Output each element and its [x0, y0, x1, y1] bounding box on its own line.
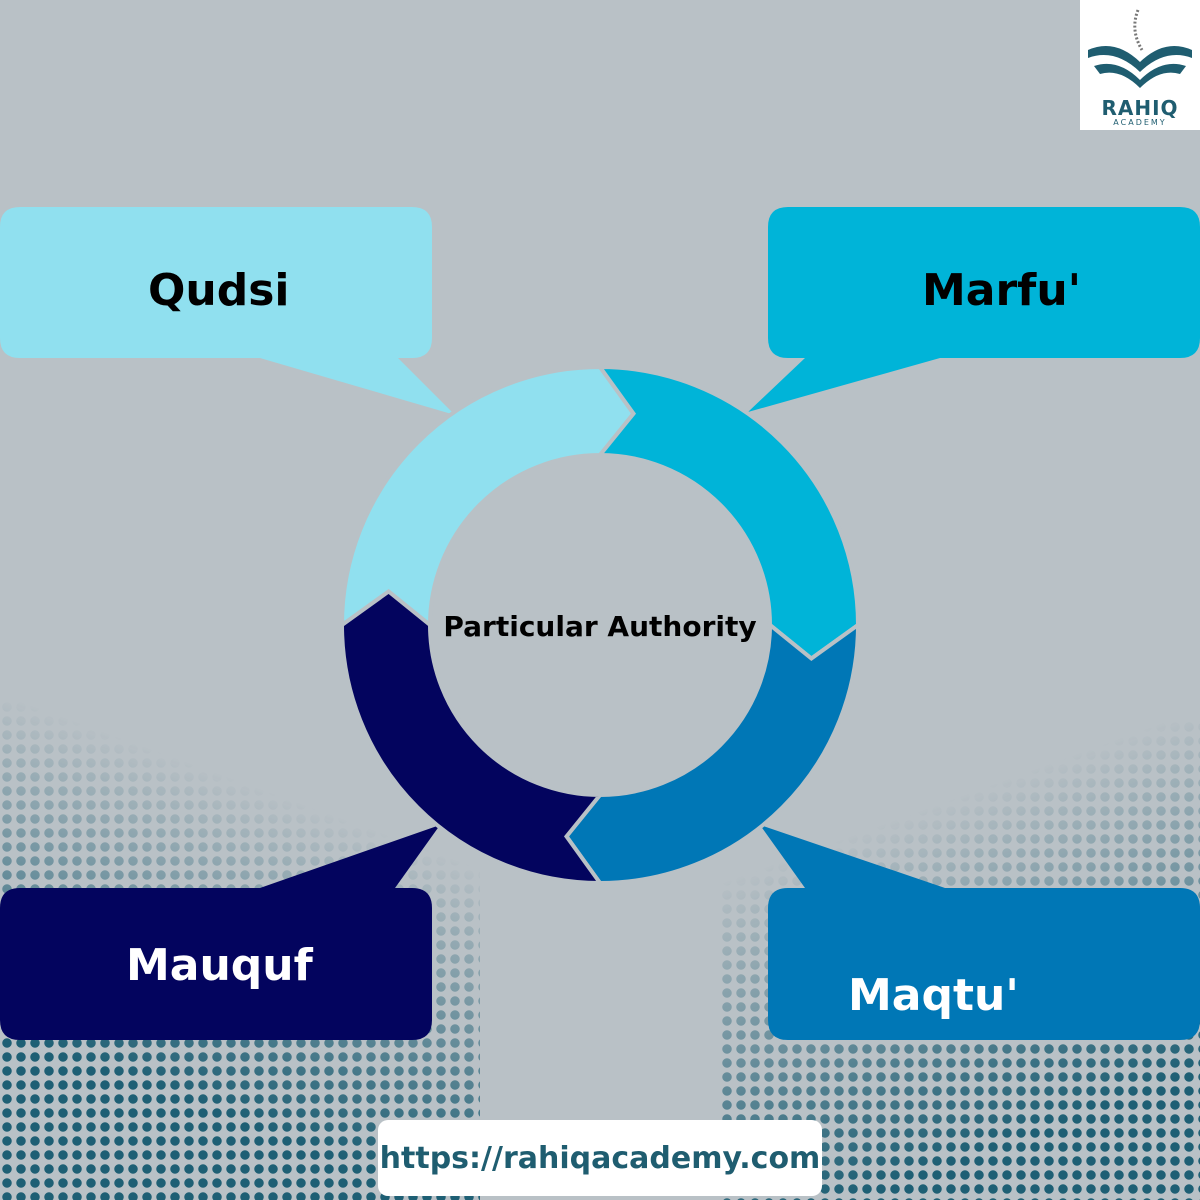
website-link[interactable]: https://rahiqacademy.com — [378, 1120, 822, 1196]
callout-qudsi — [0, 207, 455, 415]
callout-mauquf — [0, 825, 440, 1040]
book-icon — [1088, 9, 1192, 88]
ring-segment-qudsi — [339, 364, 637, 630]
callout-maqtu — [760, 825, 1200, 1040]
callout-marfu — [748, 207, 1200, 412]
logo: RAHIQ ACADEMY — [1080, 0, 1200, 130]
ring-segment-mauquf — [339, 588, 605, 886]
label-marfu: Marfu' — [922, 265, 1082, 316]
label-mauquf: Mauquf — [126, 940, 313, 991]
center-title: Particular Authority — [443, 610, 757, 643]
label-qudsi: Qudsi — [148, 265, 290, 316]
label-maqtu: Maqtu' — [848, 970, 1019, 1021]
